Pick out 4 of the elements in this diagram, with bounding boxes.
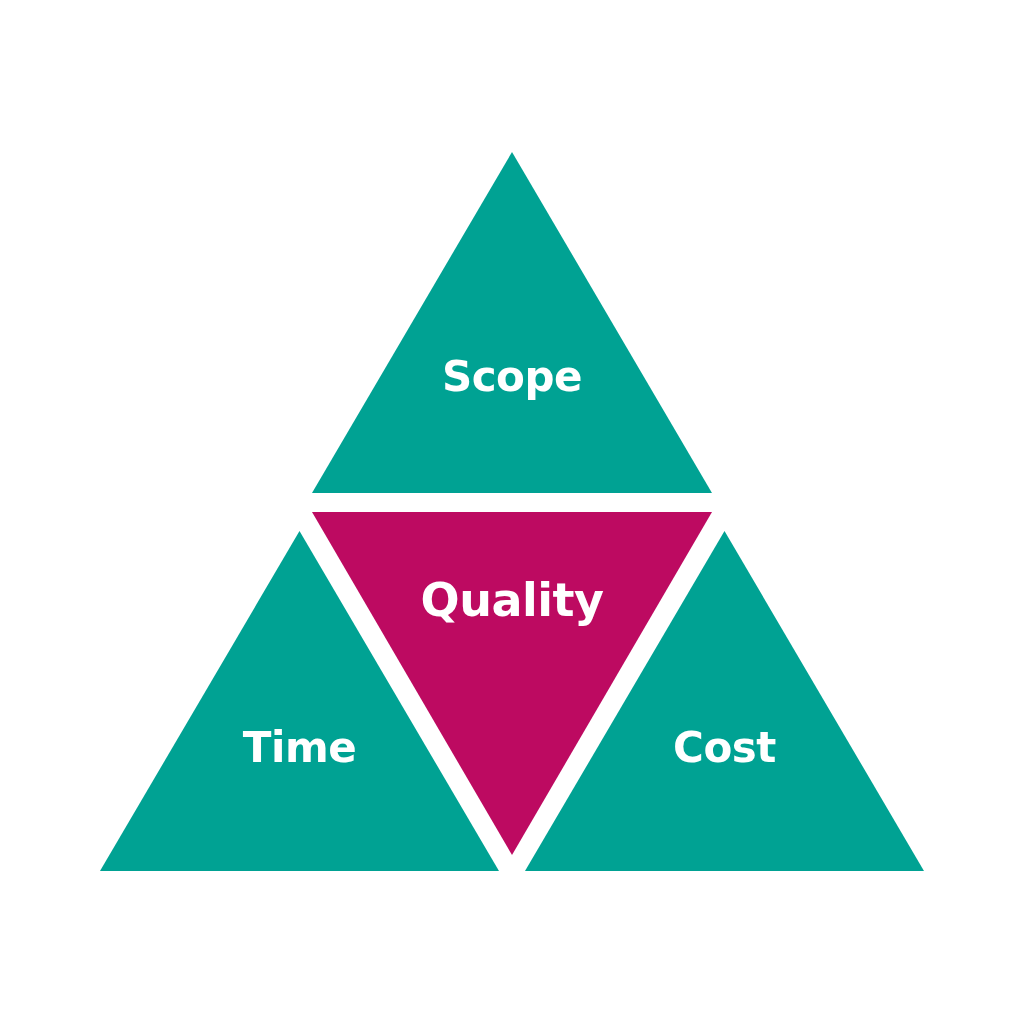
triangle-label: Quality xyxy=(420,573,604,627)
triangle-label: Time xyxy=(242,723,357,773)
triangle-label: Scope xyxy=(441,352,583,402)
triangle-label: Cost xyxy=(673,723,776,773)
